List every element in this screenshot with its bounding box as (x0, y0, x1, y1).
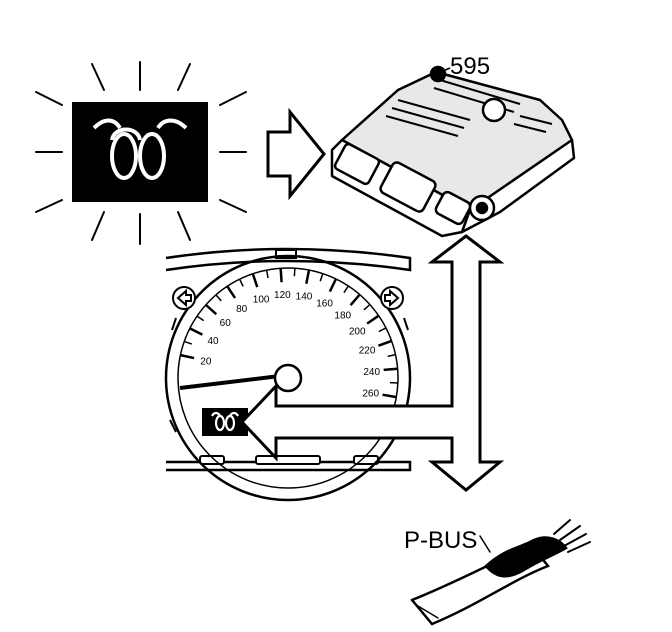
module-mount-boss (429, 65, 447, 83)
speedometer-rim-outer (164, 254, 412, 502)
speedometer-minor-tick (363, 303, 371, 311)
speedometer-scale-label: 100 (253, 294, 270, 305)
speedometer-scale-label: 20 (200, 357, 212, 368)
speedometer-minor-tick (378, 327, 387, 333)
p-bus-label: P-BUS (404, 527, 477, 554)
speedometer-scale-label: 240 (363, 367, 380, 378)
speedometer-major-tick (251, 273, 259, 288)
speedometer-scale-label: 140 (296, 292, 313, 303)
module-connector-middle (379, 161, 437, 213)
control-module-595 (330, 65, 576, 238)
warning-lamp (35, 61, 247, 245)
speedometer-major-tick (377, 339, 393, 347)
speedometer-minor-tick (319, 273, 324, 282)
module-mount-boss (475, 201, 489, 215)
speedometer-minor-tick (215, 294, 222, 302)
module-mount-boss (481, 97, 507, 123)
speedometer-minor-tick (238, 278, 244, 287)
speedometer-minor-tick (196, 315, 205, 322)
speedometer-scale-label: 160 (316, 298, 333, 309)
speedometer-minor-tick (343, 285, 349, 294)
left-gauge-hint (169, 419, 177, 433)
speedometer-scale-label: 260 (362, 389, 379, 400)
speedometer-minor-tick (265, 269, 269, 279)
speedometer-scale-label: 200 (349, 326, 366, 337)
left-turn-arrow-icon (172, 286, 196, 310)
speedometer-scale-label: 220 (359, 346, 376, 357)
bus-connection-arrows (239, 234, 505, 492)
module-connector-right (434, 190, 472, 226)
speedometer-scale-label: 40 (207, 336, 219, 347)
speedometer-minor-tick (293, 268, 296, 277)
speedometer-major-tick (305, 269, 311, 285)
speedometer-major-tick (279, 268, 283, 283)
speedometer-scale-label: 80 (236, 304, 248, 315)
right-turn-arrow-icon (380, 286, 404, 310)
module-connector-left (333, 142, 381, 186)
speedometer-scale-label: 180 (334, 310, 351, 321)
cable-label-leader (479, 535, 491, 553)
cluster-bottom-slot (255, 455, 321, 465)
cluster-top-notch (275, 249, 297, 259)
speedometer-major-tick (204, 303, 218, 316)
speedometer-major-tick (349, 293, 361, 306)
lamp-glow-rays (35, 61, 247, 245)
speedometer-major-tick (383, 367, 398, 372)
speedometer-major-tick (180, 353, 195, 360)
module-cooling-fins (385, 79, 553, 137)
glow-plug-coil-icon (92, 118, 188, 180)
glow-plug-coil-icon (211, 411, 239, 432)
speedometer-rim-inner (177, 267, 399, 489)
speedometer-major-tick (226, 285, 237, 299)
p-bus-cable (410, 519, 591, 626)
speedometer-ticks (180, 268, 398, 399)
speedometer-major-tick (382, 393, 397, 399)
speedometer-major-tick (189, 327, 203, 336)
speedometer-needle (179, 374, 281, 390)
speedometer-hub (273, 363, 303, 393)
cluster-bezel-top (165, 247, 412, 272)
speedometer-scale-label: 60 (220, 318, 232, 329)
speedometer-minor-tick (184, 340, 193, 345)
left-gauge-hint (171, 317, 177, 331)
signal-arrow-right (266, 107, 326, 201)
module-number-label: 595 (450, 53, 490, 80)
speedometer-minor-tick (387, 353, 396, 358)
speedometer-major-tick (328, 278, 338, 293)
speedometer-scale-label: 120 (274, 290, 291, 301)
cable-wires (553, 519, 591, 553)
cable-twist (484, 536, 568, 578)
right-gauge-hint (403, 317, 409, 331)
speedometer-major-tick (366, 314, 380, 325)
